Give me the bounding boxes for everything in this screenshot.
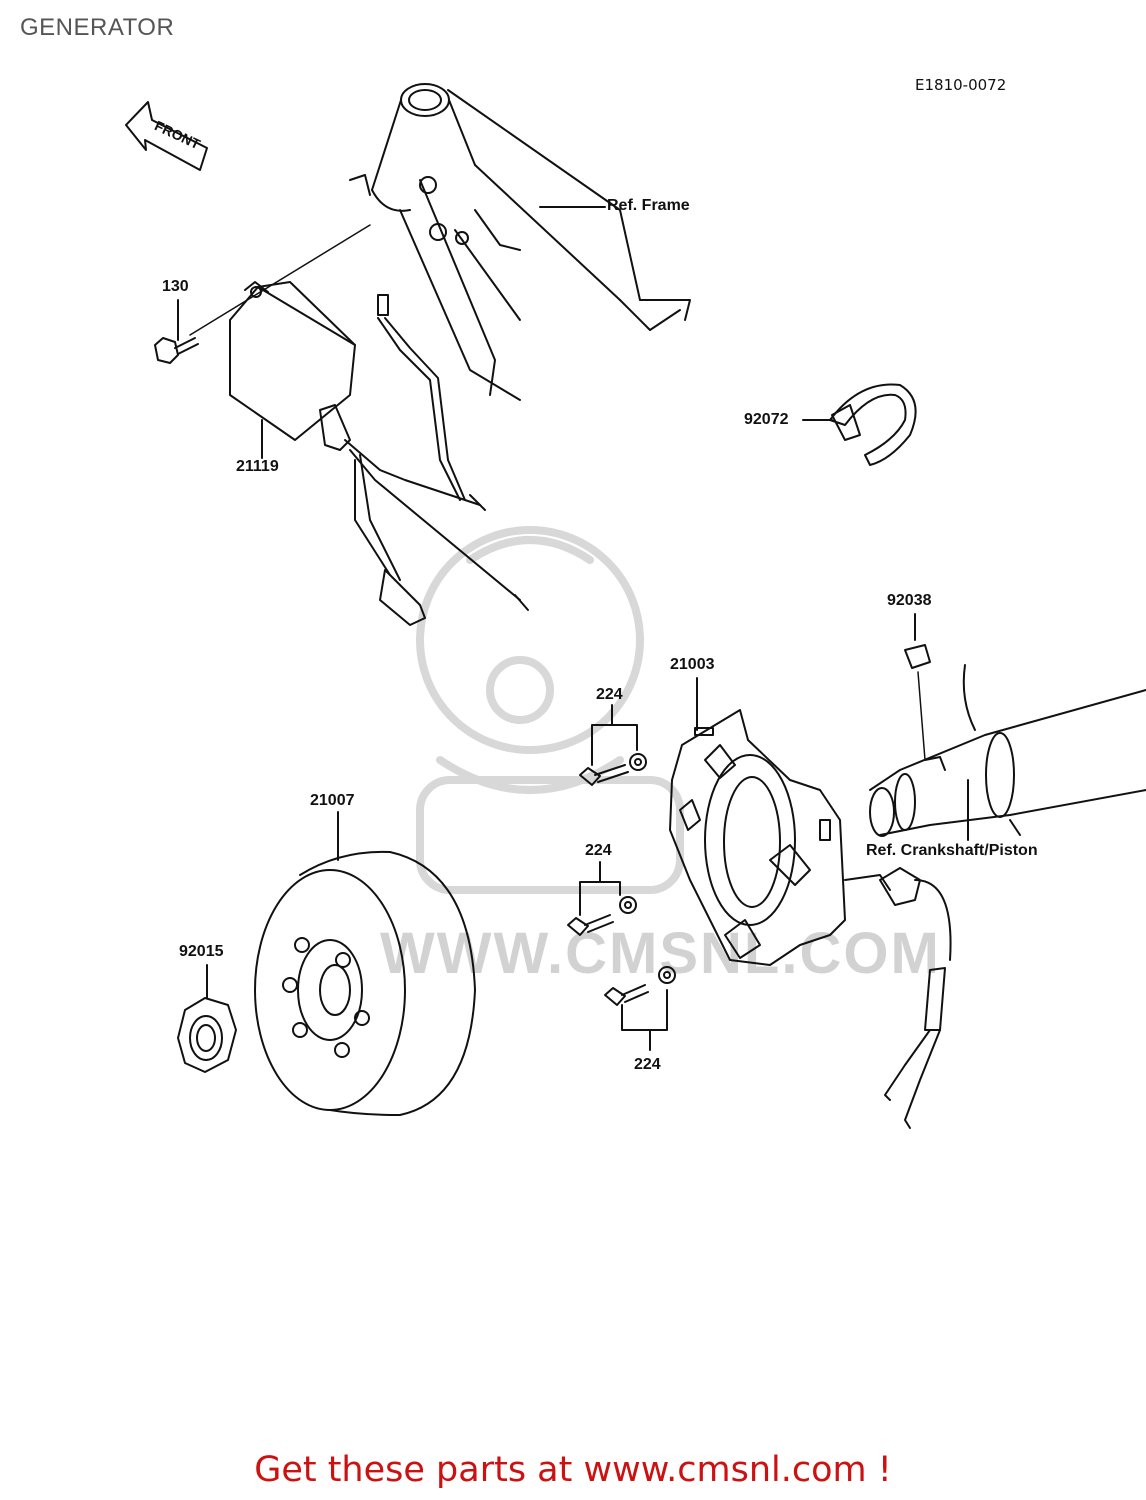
leader-130-frame [189, 224, 371, 336]
leader-224c [621, 989, 668, 1051]
screw-224b-illustration [567, 896, 637, 936]
bolt-130-illustration [154, 337, 199, 364]
watermark-logo [416, 526, 684, 894]
stator-21003-illustration [669, 709, 952, 1129]
callout-130: 130 [162, 278, 189, 295]
clamp-92072-illustration [829, 383, 917, 466]
footer-shop-link[interactable]: Get these parts at www.cmsnl.com ! [254, 1450, 892, 1490]
screw-224c-illustration [604, 966, 676, 1006]
leader-92038-shaft [917, 671, 926, 761]
crankshaft-illustration [869, 664, 1146, 837]
callout-92038: 92038 [887, 592, 932, 609]
front-arrow-icon [125, 101, 208, 171]
callout-92015: 92015 [179, 943, 224, 960]
callout-ref-frame: Ref. Frame [607, 197, 690, 214]
screw-224a-illustration [579, 753, 647, 786]
diagram-code: E1810-0072 [915, 76, 1007, 94]
callout-21119: 21119 [236, 458, 279, 475]
key-92038-illustration [904, 644, 931, 669]
callout-21007: 21007 [310, 792, 355, 809]
callout-21003: 21003 [670, 656, 715, 673]
callout-224-a: 224 [596, 686, 623, 703]
callout-224-b: 224 [585, 842, 612, 859]
cdi-unit-21119-illustration [229, 281, 529, 626]
frame-illustration [349, 83, 691, 401]
callout-224-c: 224 [634, 1056, 661, 1073]
flywheel-21007-illustration [254, 850, 476, 1116]
callout-92072: 92072 [744, 411, 789, 428]
callout-ref-crankshaft: Ref. Crankshaft/Piston [866, 842, 1038, 859]
page-title: GENERATOR [20, 14, 175, 41]
leader-224a [591, 704, 638, 766]
nut-92015-illustration [177, 997, 237, 1073]
leader-224b [579, 861, 621, 916]
